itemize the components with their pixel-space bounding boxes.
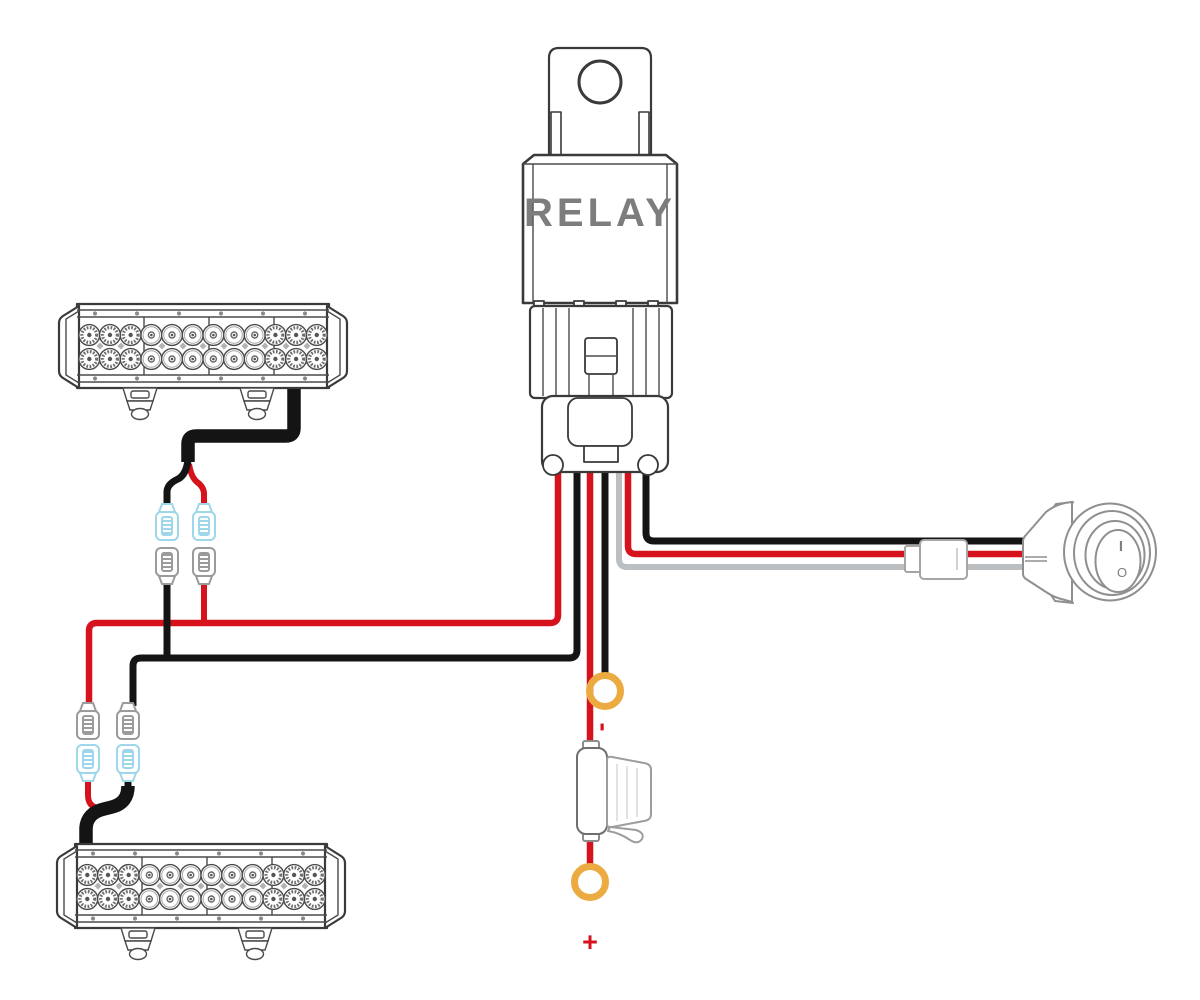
led-light-bar-top	[59, 304, 347, 420]
relay-socket	[528, 304, 674, 476]
wire-gray-switch	[616, 452, 1032, 570]
relay-mounting-tab-icon	[547, 46, 653, 160]
switch-off-mark: O	[1117, 565, 1127, 580]
spade-connector-blue-icon	[116, 744, 140, 782]
spade-connector-gray-icon	[155, 547, 179, 585]
relay: RELAY	[521, 46, 679, 321]
wire-black-switch	[642, 452, 1032, 545]
fuse-holder	[576, 740, 652, 844]
wire-black-output	[129, 452, 581, 706]
spade-connector-blue-icon	[192, 503, 216, 541]
switch-on-mark: I	[1119, 538, 1123, 555]
negative-label: -	[589, 723, 619, 732]
cable-upper-bar	[181, 382, 301, 462]
cable-lower-bar	[79, 785, 135, 848]
ring-terminal-positive-icon	[571, 863, 609, 901]
relay-body: RELAY	[521, 153, 679, 305]
relay-label: RELAY	[524, 191, 676, 235]
spade-connectors	[76, 503, 216, 782]
spade-connector-gray-icon	[76, 702, 100, 740]
ring-terminal-negative-icon	[586, 672, 624, 710]
spade-connector-gray-icon	[192, 547, 216, 585]
spade-connector-blue-icon	[155, 503, 179, 541]
wire-black-upper-bar	[163, 459, 192, 507]
wire-red-output	[85, 452, 562, 706]
spade-connector-blue-icon	[76, 744, 100, 782]
spade-connector-gray-icon	[116, 702, 140, 740]
harness-wires	[79, 382, 1032, 864]
wire-red-switch	[624, 452, 1032, 558]
wire-red-upper-bar	[186, 463, 207, 507]
positive-label: +	[582, 927, 598, 957]
rocker-switch: I O	[1022, 501, 1157, 604]
led-light-bar-bottom	[57, 844, 345, 960]
inline-connector	[904, 539, 968, 580]
